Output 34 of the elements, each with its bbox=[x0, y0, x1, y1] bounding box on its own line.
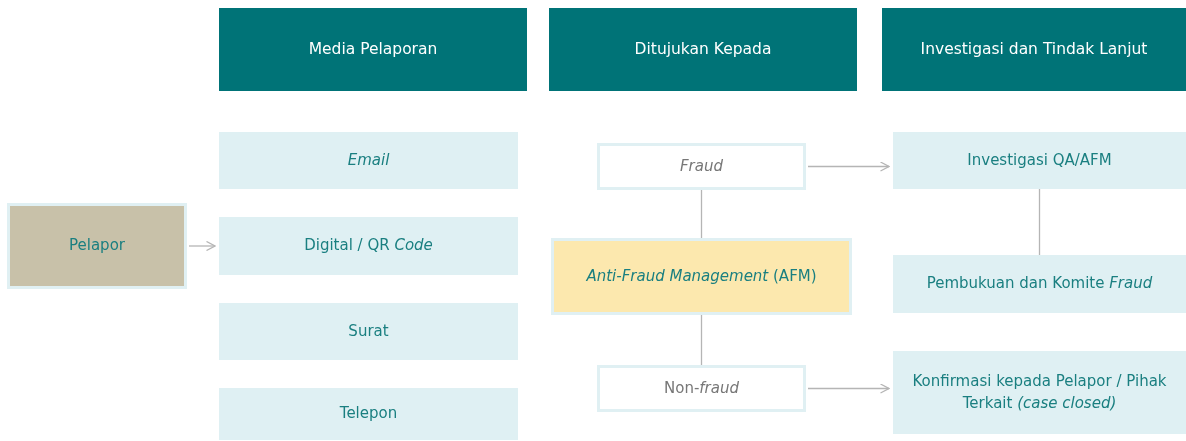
box-label: Fraud bbox=[679, 155, 724, 177]
channel-box bbox=[219, 217, 518, 275]
box-label: Surat bbox=[347, 320, 390, 342]
header-box bbox=[882, 8, 1186, 91]
header-box bbox=[549, 8, 857, 91]
box-label: Media Pelaporan bbox=[307, 39, 439, 61]
box-label: Telepon bbox=[338, 403, 399, 425]
channel-box bbox=[219, 303, 518, 360]
box-label: Investigasi QA/AFM bbox=[966, 149, 1113, 171]
connector-line bbox=[700, 189, 703, 239]
box-label: Anti-Fraud Management (AFM) bbox=[585, 265, 818, 287]
outcome-box bbox=[597, 143, 806, 190]
box-label: Email bbox=[346, 149, 391, 171]
box-label: Digital / QR Code bbox=[303, 235, 434, 257]
connector-line bbox=[700, 314, 703, 366]
arrow bbox=[807, 383, 890, 394]
box-label: Pembukuan dan Komite Fraud bbox=[925, 273, 1154, 295]
header-box bbox=[219, 8, 527, 91]
action-box bbox=[893, 255, 1186, 313]
channel-box bbox=[219, 132, 518, 189]
channel-box bbox=[219, 388, 518, 440]
box-label: Konfirmasi kepada Pelapor / Pihak Terkait (case closed) bbox=[911, 370, 1168, 414]
box-label: Non-fraud bbox=[663, 377, 740, 399]
connector-line bbox=[1038, 188, 1041, 256]
arrow bbox=[807, 161, 890, 172]
action-box bbox=[893, 351, 1186, 434]
outcome-box bbox=[597, 365, 806, 412]
box-label: Ditujukan Kepada bbox=[633, 39, 773, 61]
process-box bbox=[551, 238, 852, 315]
arrow bbox=[188, 240, 216, 252]
actor-box bbox=[7, 203, 187, 289]
box-label: Pelapor bbox=[68, 235, 126, 257]
box-label: Investigasi dan Tindak Lanjut bbox=[919, 39, 1149, 61]
action-box bbox=[893, 132, 1186, 189]
